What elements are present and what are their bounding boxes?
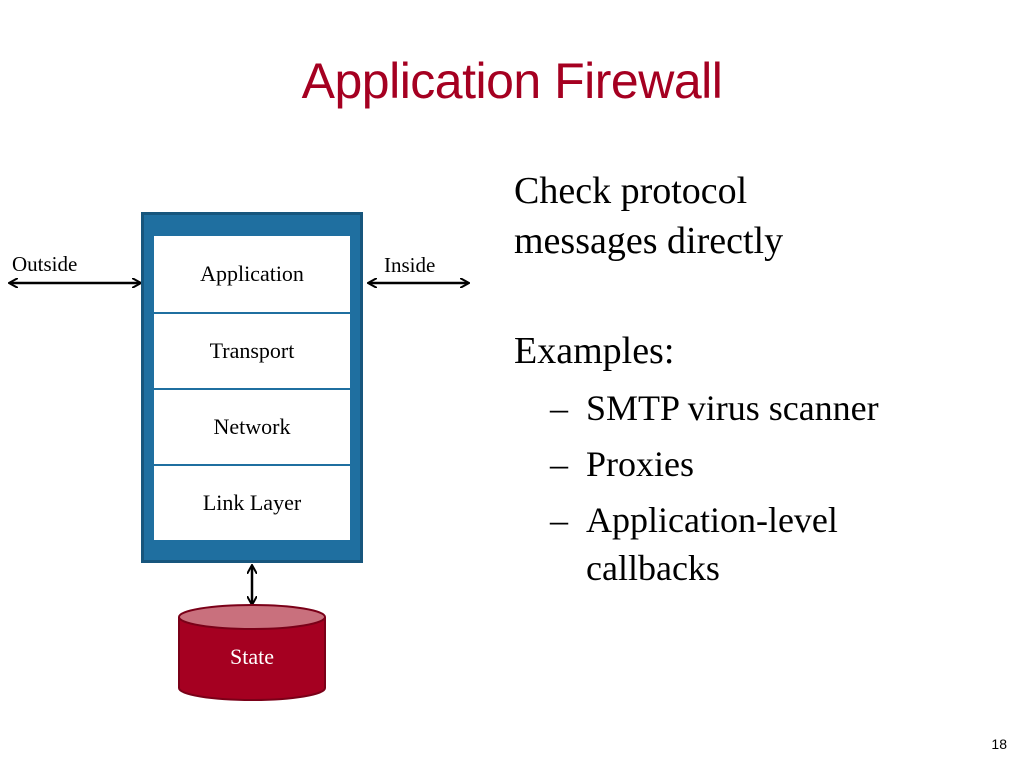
example-item: – Proxies (514, 440, 994, 488)
layer-network: Network (154, 388, 350, 464)
example-text: Proxies (586, 444, 694, 484)
state-cylinder (178, 604, 326, 701)
layer-link: Link Layer (154, 464, 350, 540)
dash-bullet: – (550, 500, 568, 540)
point1-line: Check protocol (514, 170, 748, 212)
bullet-content: Check protocol messages directly Example… (514, 166, 994, 592)
layer-application: Application (154, 236, 350, 312)
state-label: State (230, 644, 274, 669)
example-text: SMTP virus scanner (586, 388, 879, 428)
example-text: callbacks (586, 548, 720, 588)
outside-label: Outside (12, 252, 78, 276)
dash-bullet: – (550, 388, 568, 428)
page-number: 18 (991, 736, 1007, 752)
example-text: Application-level (586, 500, 838, 540)
example-item: – Application-level callbacks (514, 496, 994, 592)
point-check-protocol: Check protocol messages directly (514, 166, 994, 266)
example-item: – SMTP virus scanner (514, 384, 994, 432)
slide-title: Application Firewall (301, 53, 723, 109)
firewall-diagram: Application Transport Network Link Layer… (0, 0, 520, 701)
diagram-lines (0, 0, 520, 701)
point1-line: messages directly (514, 220, 784, 262)
inside-label: Inside (384, 253, 436, 277)
dash-bullet: – (550, 444, 568, 484)
point-examples: Examples: (514, 330, 675, 372)
layer-transport: Transport (154, 312, 350, 388)
